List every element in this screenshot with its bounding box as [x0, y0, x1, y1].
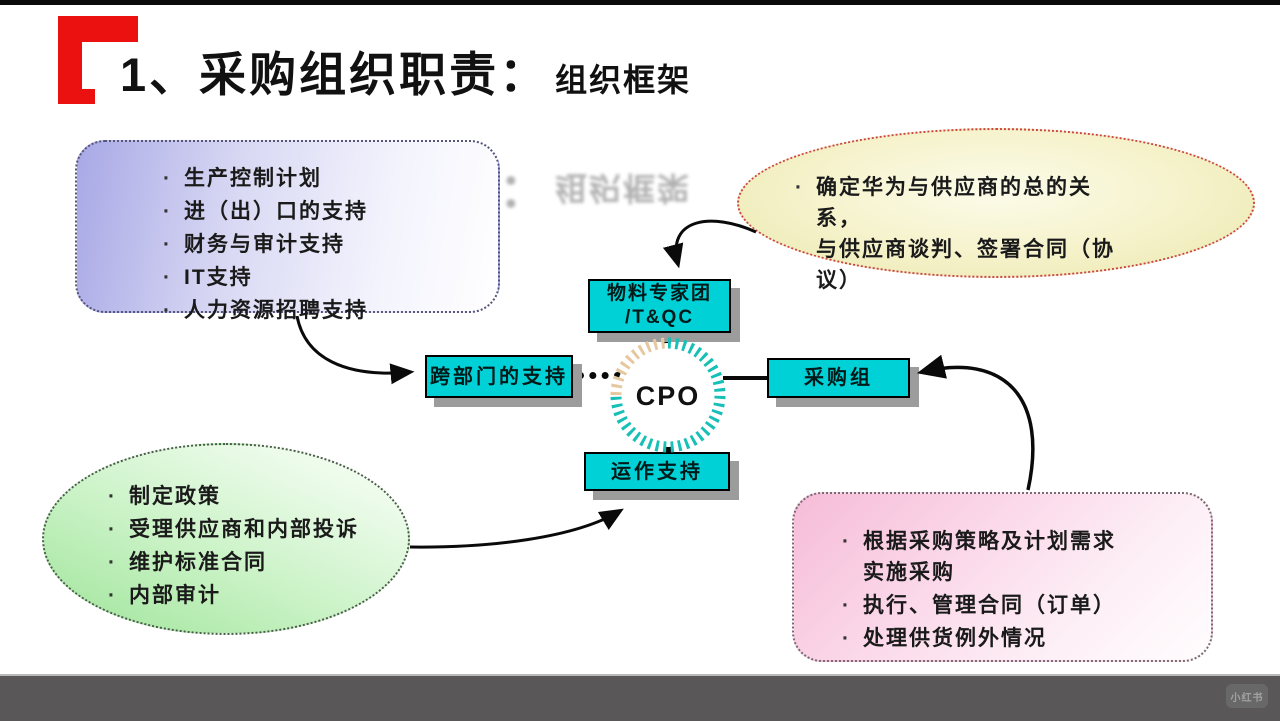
xiaohongshu-watermark: 小红书	[1226, 684, 1268, 708]
arrow-supplier-to-expert	[662, 219, 757, 269]
list-item: 财务与审计支持	[157, 229, 488, 260]
cpo-starburst: CPO	[610, 337, 726, 453]
node-purchasing-group: 采购组	[767, 358, 910, 398]
title-subtitle-text: 组织框架	[555, 62, 692, 98]
cpo-label: CPO	[636, 381, 701, 411]
node-expert-team-line1: 物料专家团	[606, 283, 712, 304]
slide-title: 1、采购组织职责： 组织框架	[120, 36, 880, 105]
list-item: 制定政策	[102, 481, 408, 512]
connector-dotted-cross-to-cpo	[577, 372, 621, 379]
node-operation-support: 运作支持	[584, 452, 730, 491]
cpo-burst-center	[616, 343, 720, 447]
list-item: 执行、管理合同（订单）	[836, 590, 1203, 621]
list-item: 维护标准合同	[102, 547, 408, 578]
list-item: IT支持	[157, 262, 488, 293]
node-cross-department: 跨部门的支持	[425, 355, 573, 398]
policy-list: 制定政策 受理供应商和内部投诉 维护标准合同 内部审计	[102, 481, 408, 611]
callout-supplier-relation: 确定华为与供应商的总的关系， 与供应商谈判、签署合同（协 议）	[737, 128, 1255, 292]
bottom-gray-bar: 小红书	[0, 674, 1280, 721]
callout-execution: 根据采购策略及计划需求 实施采购 执行、管理合同（订单） 处理供货例外情况	[792, 492, 1213, 662]
arrow-policy-to-operation	[409, 508, 624, 549]
title-main-text: 1、采购组织职责：	[120, 48, 550, 101]
red-bracket-logo	[58, 16, 138, 104]
functional-support-list: 生产控制计划 进（出）口的支持 财务与审计支持 IT支持 人力资源招聘支持	[157, 163, 488, 326]
cpo-burst-teal-edge	[610, 337, 726, 453]
node-expert-team: 物料专家团 /T&QC	[588, 279, 731, 333]
connector-cpo-to-group	[723, 376, 767, 380]
callout-functional-support: 生产控制计划 进（出）口的支持 财务与审计支持 IT支持 人力资源招聘支持	[75, 140, 500, 326]
execution-list: 根据采购策略及计划需求 实施采购 执行、管理合同（订单） 处理供货例外情况	[836, 526, 1203, 654]
list-item: 生产控制计划	[157, 163, 488, 194]
arrow-execution-to-group	[916, 354, 1035, 491]
list-item: 处理供货例外情况	[836, 623, 1203, 654]
cpo-burst-tan-edge	[610, 337, 669, 396]
slide-title-block: 1、采购组织职责： 组织框架 1、采购组织职责： 组织框架	[120, 36, 880, 220]
bracket-foot	[58, 89, 95, 104]
list-item: 人力资源招聘支持	[157, 295, 488, 326]
top-border-bar	[0, 0, 1280, 5]
node-expert-team-line2: /T&QC	[624, 307, 695, 328]
list-item: 进（出）口的支持	[157, 196, 488, 227]
list-item: 根据采购策略及计划需求 实施采购	[836, 526, 1203, 588]
callout-policy: 制定政策 受理供应商和内部投诉 维护标准合同 内部审计	[42, 443, 410, 635]
list-item: 内部审计	[102, 580, 408, 611]
list-item: 受理供应商和内部投诉	[102, 514, 408, 545]
list-item: 确定华为与供应商的总的关系， 与供应商谈判、签署合同（协 议）	[789, 172, 1119, 296]
supplier-relation-list: 确定华为与供应商的总的关系， 与供应商谈判、签署合同（协 议）	[789, 172, 1119, 296]
